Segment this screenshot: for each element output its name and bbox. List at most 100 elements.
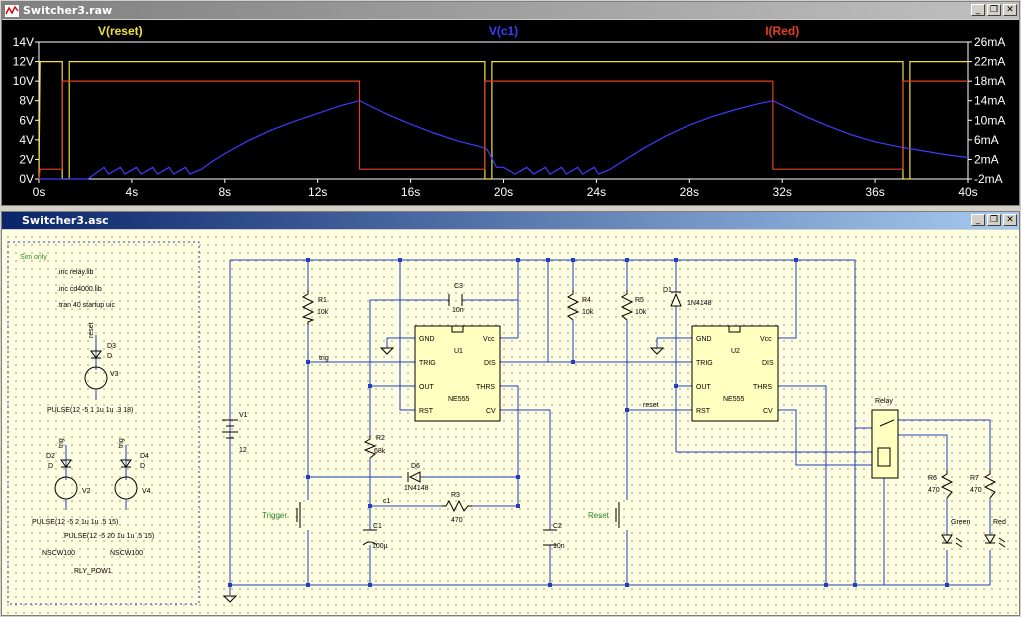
waveform-chart[interactable]: V(reset)V(c1)I(Red) 0V2V4V6V8V10V12V14V-… (2, 20, 1019, 205)
y-left-tick-label: 12V (13, 55, 34, 69)
y-left-tick-label: 6V (19, 113, 34, 127)
u2-gnd-pin: GND (696, 336, 712, 343)
u2-vcc-pin: Vcc (760, 336, 772, 343)
u1-trig-pin: TRIG (419, 360, 436, 367)
directive-inc-relay[interactable]: .inc relay.lib (57, 269, 94, 276)
restore-button[interactable]: ❐ (987, 4, 1001, 16)
close-button[interactable]: ✕ (1003, 214, 1017, 226)
u1-rst-pin: RST (419, 408, 434, 415)
d6-label: D6 (411, 463, 420, 470)
schematic-wires (229, 259, 991, 595)
x-tick-label: 24s (587, 185, 606, 199)
c2-label: C2 (553, 523, 562, 530)
v3-label: V3 (110, 371, 119, 378)
v2-label: V2 (82, 488, 91, 495)
y-left-tick-label: 2V (19, 152, 34, 166)
y-right-tick-label: 14mA (974, 94, 1005, 108)
diodes[interactable] (407, 291, 682, 483)
reset-switch-label: Reset (588, 511, 610, 520)
resistor-r3 (442, 499, 472, 513)
directive-tran[interactable]: .tran 40 startup uic (57, 302, 115, 309)
x-tick-label: 36s (865, 185, 884, 199)
y-right-tick-label: 22mA (974, 55, 1005, 69)
r5-value: 10k (635, 309, 647, 316)
waveform-titlebar[interactable]: Switcher3.raw _ ❐ ✕ (2, 2, 1019, 19)
u2-label: U2 (731, 348, 740, 355)
u1-label: U1 (454, 348, 463, 355)
led-green (941, 534, 953, 544)
y-right-tick-label: 2mA (974, 152, 999, 166)
resistor-r4 (566, 290, 580, 321)
relay-label: Relay (875, 398, 893, 405)
d2-net-label: trig (58, 438, 65, 448)
x-tick-label: 12s (308, 185, 327, 199)
schematic-drawing[interactable]: Sim only .inc relay.lib .inc cd4000.lib … (2, 230, 1019, 615)
d2-v2-group[interactable] (54, 445, 78, 510)
ne555-u2[interactable] (691, 325, 779, 422)
c2-value: 10n (553, 543, 565, 550)
r2-label: R2 (376, 435, 385, 442)
r4-value: 10k (582, 309, 594, 316)
u2-model: NE555 (723, 396, 745, 403)
v1-label: V1 (239, 412, 248, 419)
c3-label: C3 (454, 283, 463, 290)
y-right-tick-label: 10mA (974, 113, 1005, 127)
series-line (39, 100, 969, 180)
u1-thrs-pin: THRS (476, 384, 495, 391)
d4-v4-group[interactable] (114, 445, 138, 510)
u2-dis-pin: DIS (762, 360, 774, 367)
u2-trig-pin: TRIG (696, 360, 713, 367)
schematic-canvas[interactable]: Sim only .inc relay.lib .inc cd4000.lib … (2, 230, 1019, 615)
schematic-window-title: Switcher3.asc (22, 214, 109, 227)
voltage-source-v1[interactable] (222, 419, 238, 439)
r1-label: R1 (318, 297, 327, 304)
directive-inc-cd4000[interactable]: .inc cd4000.lib (57, 286, 102, 293)
waveform-app-icon (5, 4, 19, 17)
d3-v3-group[interactable] (84, 335, 108, 400)
ne555-u1[interactable] (414, 325, 501, 422)
r2-value: 68k (374, 448, 386, 455)
relay[interactable] (871, 409, 899, 479)
legend-entry: I(Red) (765, 24, 799, 38)
close-button[interactable]: ✕ (1003, 4, 1017, 16)
y-left-tick-label: 10V (13, 74, 34, 88)
x-tick-label: 20s (494, 185, 513, 199)
legend-entry: V(reset) (98, 24, 143, 38)
resistors[interactable] (301, 290, 997, 513)
resistor-r6 (940, 470, 954, 499)
d4-net-label: trig (118, 438, 125, 448)
schematic-titlebar[interactable]: Switcher3.asc _ ❐ ✕ (2, 212, 1019, 229)
series-line (38, 80, 968, 180)
minimize-button[interactable]: _ (971, 214, 985, 226)
nscw100-b: NSCW100 (110, 550, 143, 557)
r6-label: R6 (928, 475, 937, 482)
waveform-window: Switcher3.raw _ ❐ ✕ V(reset)V(c1)I(Red) … (1, 1, 1020, 206)
resistor-r7 (983, 470, 997, 499)
u2-cv-pin: CV (763, 408, 773, 415)
sim-only-label: Sim only (20, 254, 47, 261)
u1-model: NE555 (448, 396, 470, 403)
y-left-tick-label: 8V (19, 94, 34, 108)
c3-value: 10n (452, 307, 464, 314)
leds[interactable] (941, 534, 1006, 548)
restore-button[interactable]: ❐ (987, 214, 1001, 226)
x-tick-label: 4s (126, 185, 139, 199)
y-left-tick-label: 0V (19, 172, 34, 186)
r3-label: R3 (451, 492, 460, 499)
x-tick-label: 32s (773, 185, 792, 199)
capacitors[interactable] (362, 294, 557, 546)
minimize-button[interactable]: _ (971, 4, 985, 16)
legend-entry: V(c1) (489, 24, 518, 38)
u1-cv-pin: CV (486, 408, 496, 415)
d6-model: 1N4148 (404, 485, 429, 492)
u2-out-pin: OUT (696, 384, 712, 391)
switches[interactable] (296, 502, 620, 528)
d2-label: D2 (46, 453, 55, 460)
d3-label: D3 (107, 343, 116, 350)
x-tick-label: 40s (958, 185, 977, 199)
u1-out-pin: OUT (419, 384, 435, 391)
u2-rst-pin: RST (696, 408, 711, 415)
r7-value: 470 (970, 487, 982, 494)
x-tick-label: 8s (218, 185, 231, 199)
